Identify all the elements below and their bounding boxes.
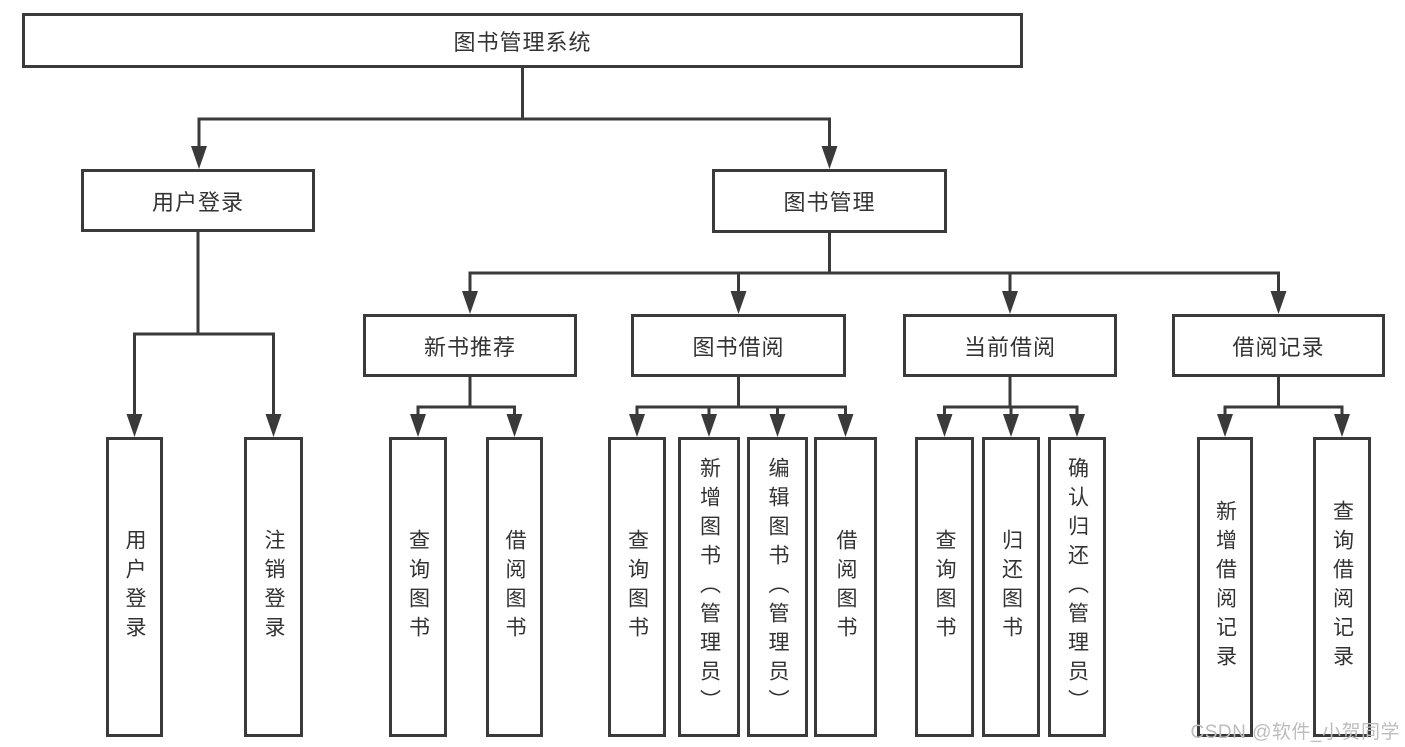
leaf-return-books: 归还图书	[982, 437, 1040, 737]
arrow-icon	[191, 146, 207, 169]
node-user-login: 用户登录	[81, 169, 315, 232]
leaf-borrow-books-recommend: 借阅图书	[486, 437, 543, 737]
arrow-icon	[936, 414, 953, 437]
connector-book-management	[468, 233, 1280, 291]
arrow-icon	[1334, 414, 1350, 437]
arrow-icon	[265, 414, 282, 437]
arrow-icon	[506, 414, 523, 437]
arrow-icon	[730, 291, 747, 314]
connector-borrowing-records	[1223, 377, 1344, 414]
connector-user-login	[133, 232, 275, 414]
leaf-query-borrow-record: 查询借阅记录	[1313, 437, 1371, 737]
leaf-add-borrow-record: 新增借阅记录	[1197, 437, 1253, 737]
connector-root	[197, 68, 831, 146]
arrowheads	[126, 146, 1350, 437]
connector-current-borrowing	[943, 377, 1079, 414]
arrow-icon	[1217, 414, 1233, 437]
node-borrowing-records: 借阅记录	[1172, 314, 1385, 377]
arrow-icon	[837, 414, 854, 437]
arrow-icon	[462, 291, 478, 314]
leaf-query-books-borrowing: 查询图书	[608, 437, 666, 737]
node-new-book-recommend: 新书推荐	[363, 314, 577, 377]
arrow-icon	[1270, 291, 1287, 314]
arrow-icon	[410, 414, 426, 437]
arrow-icon	[701, 414, 717, 437]
arrow-icon	[769, 414, 786, 437]
node-book-borrowing: 图书借阅	[631, 314, 846, 377]
connector-book-borrowing	[635, 377, 847, 414]
connector-new-book-recommend	[416, 377, 516, 414]
leaf-user-login: 用户登录	[106, 437, 163, 737]
leaf-query-books-current: 查询图书	[915, 437, 974, 737]
node-book-management: 图书管理	[712, 169, 947, 233]
arrow-icon	[1069, 414, 1085, 437]
leaf-borrow-books: 借阅图书	[814, 437, 877, 737]
arrow-icon	[821, 146, 838, 169]
arrow-icon	[126, 414, 143, 437]
watermark: CSDN @软件_小贺同学	[1190, 722, 1400, 743]
leaf-logout: 注销登录	[244, 437, 303, 737]
arrow-icon	[1003, 414, 1019, 437]
node-root: 图书管理系统	[22, 13, 1023, 68]
leaf-add-book-admin: 新增图书（管理员）	[678, 437, 740, 737]
node-current-borrowing: 当前借阅	[903, 314, 1117, 377]
arrow-icon	[629, 414, 645, 437]
leaf-query-books-recommend: 查询图书	[389, 437, 447, 737]
leaf-confirm-return-admin: 确认归还（管理员）	[1048, 437, 1106, 737]
arrow-icon	[1002, 291, 1018, 314]
leaf-edit-book-admin: 编辑图书（管理员）	[747, 437, 808, 737]
